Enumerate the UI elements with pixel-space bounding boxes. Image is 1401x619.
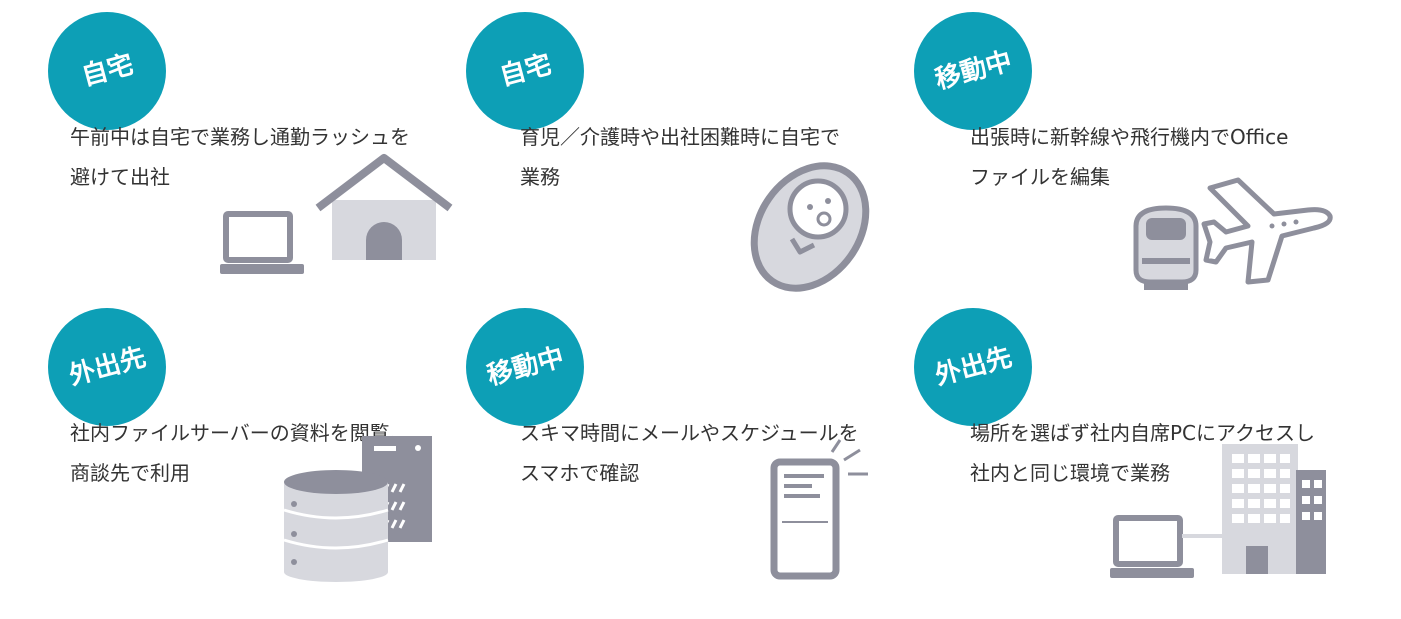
location-badge: 自宅 (466, 12, 584, 130)
location-badge: 自宅 (48, 12, 166, 130)
card-home-morning: 自宅 午前中は自宅で業務し通勤ラッシュを 避けて出社 (48, 12, 500, 322)
card-description: 午前中は自宅で業務し通勤ラッシュを 避けて出社 (70, 125, 410, 189)
card-description: 出張時に新幹線や飛行機内でOffice ファイルを編集 (970, 125, 1289, 189)
card-mobile-smartphone: 移動中 スキマ時間にメールやスケジュールを スマホで確認 (466, 308, 918, 618)
train-and-airplane-icon (1133, 177, 1333, 290)
laptop-and-office-building-icon (1110, 444, 1326, 578)
location-badge: 外出先 (48, 308, 166, 426)
badge-label: 自宅 (496, 49, 555, 93)
card-outside-file-server: 外出先 社内ファイルサーバーの資料を閲覧、 商談先で利用 (48, 308, 500, 618)
card-home-childcare: 自宅 育児／介護時や出社困難時に自宅で 業務 (466, 12, 918, 322)
card-description: 育児／介護時や出社困難時に自宅で 業務 (520, 125, 840, 189)
card-description: スキマ時間にメールやスケジュールを スマホで確認 (520, 421, 859, 485)
badge-label: 外出先 (932, 342, 1016, 392)
badge-label: 外出先 (66, 342, 150, 392)
laptop-and-house-icon (220, 154, 453, 274)
card-description: 場所を選ばず社内自席PCにアクセスし 社内と同じ環境で業務 (970, 421, 1316, 485)
badge-label: 移動中 (932, 46, 1016, 96)
card-description: 社内ファイルサーバーの資料を閲覧、 商談先で利用 (70, 421, 410, 485)
baby-icon (750, 162, 870, 292)
badge-label: 移動中 (484, 342, 568, 392)
card-outside-remote-pc: 外出先 場所を選ばず社内自席PCにアクセスし 社内と同じ環境で業務 (914, 308, 1366, 618)
location-badge: 移動中 (914, 12, 1032, 130)
location-badge: 外出先 (914, 308, 1032, 426)
database-server-icon (283, 436, 432, 582)
badge-label: 自宅 (78, 49, 137, 93)
location-badge: 移動中 (466, 308, 584, 426)
smartphone-icon (770, 439, 868, 580)
card-mobile-business-trip: 移動中 出張時に新幹線や飛行機内でOffice ファイルを編集 (914, 12, 1366, 322)
